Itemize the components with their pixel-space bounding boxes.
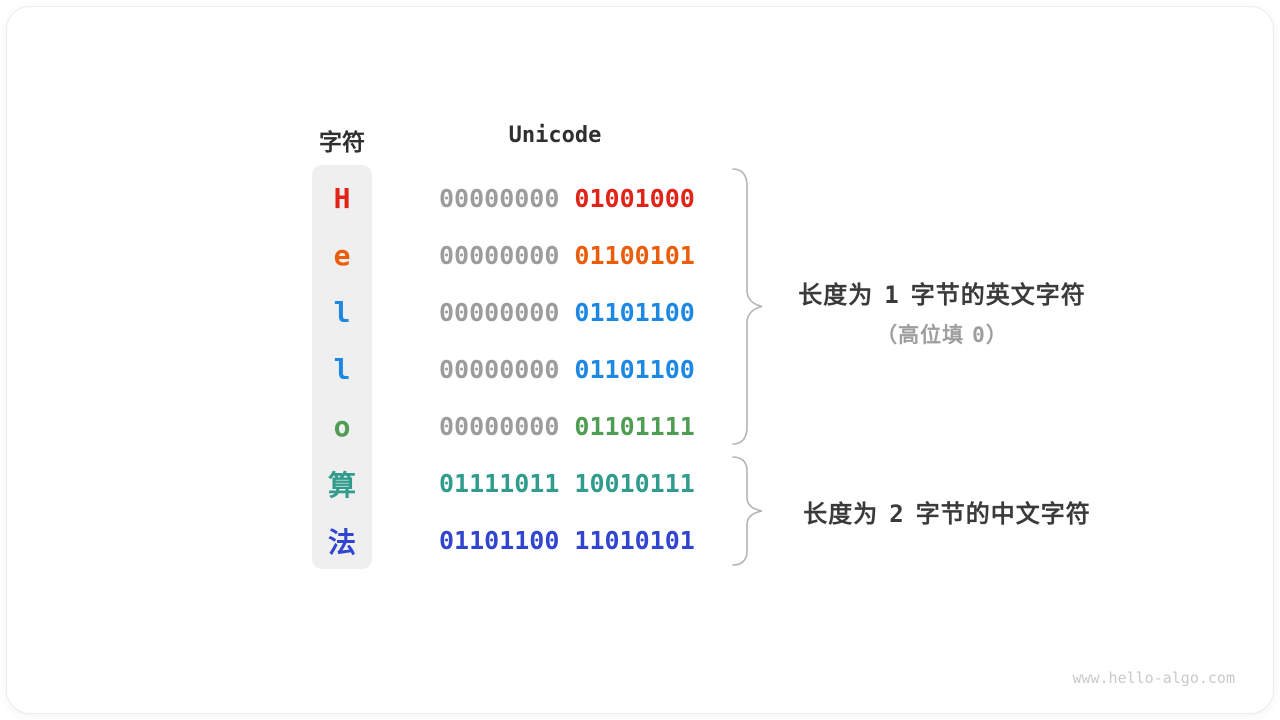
binary-byte-high: 00000000: [439, 241, 560, 270]
table-row: H 00000000 01001000: [312, 170, 695, 227]
table-row: 法 01101100 11010101: [312, 512, 695, 569]
unicode-binary: 00000000 01100101: [439, 241, 695, 270]
binary-byte-low: 01001000: [574, 184, 695, 213]
binary-byte-high: 00000000: [439, 298, 560, 327]
table-row: 算 01111011 10010111: [312, 455, 695, 512]
annotation-chinese-chars: 长度为 2 字节的中文字符: [782, 494, 1112, 529]
annotation-number: 1: [884, 281, 900, 309]
unicode-binary: 00000000 01101100: [439, 298, 695, 327]
table-row: e 00000000 01100101: [312, 227, 695, 284]
unicode-binary: 00000000 01101111: [439, 412, 695, 441]
character-cell: 算: [327, 468, 356, 502]
binary-byte-high: 00000000: [439, 184, 560, 213]
character-cell: l: [333, 296, 351, 329]
character-cell: e: [333, 239, 351, 272]
annotation-text: 长度为: [798, 282, 874, 309]
unicode-binary: 00000000 01101100: [439, 355, 695, 384]
annotation-english-line: 长度为 1 字节的英文字符: [782, 275, 1102, 310]
binary-byte-low: 01101100: [574, 298, 695, 327]
binary-byte-low: 10010111: [574, 469, 695, 498]
character-cell: l: [333, 353, 351, 386]
binary-byte-high: 00000000: [439, 355, 560, 384]
table-row: l 00000000 01101100: [312, 341, 695, 398]
binary-byte-low: 01100101: [574, 241, 695, 270]
character-cell: H: [333, 182, 351, 215]
annotation-chinese-line: 长度为 2 字节的中文字符: [782, 494, 1112, 529]
annotation-number: 0: [972, 323, 986, 347]
annotation-number: 2: [889, 500, 905, 528]
unicode-binary: 01111011 10010111: [439, 469, 695, 498]
table-row: l 00000000 01101100: [312, 284, 695, 341]
table-row: o 00000000 01101111: [312, 398, 695, 455]
annotation-text: 长度为: [803, 501, 879, 528]
unicode-binary: 01101100 11010101: [439, 526, 695, 555]
encoding-table: H 00000000 01001000 e 00000000 01100101 l …: [312, 170, 695, 569]
annotation-high-bits-note: （高位填 0）: [782, 319, 1102, 349]
character-cell: o: [333, 410, 351, 443]
site-watermark: www.hello-algo.com: [1072, 669, 1235, 687]
annotation-text: 字节的英文字符: [910, 282, 1086, 309]
unicode-binary: 00000000 01001000: [439, 184, 695, 213]
binary-byte-high: 01111011: [439, 469, 560, 498]
annotation-text: （高位填: [876, 324, 965, 347]
binary-byte-low: 01101111: [574, 412, 695, 441]
binary-byte-low: 11010101: [574, 526, 695, 555]
annotation-text: 字节的中文字符: [915, 501, 1091, 528]
column-header-character: 字符: [319, 129, 365, 155]
binary-byte-low: 01101100: [574, 355, 695, 384]
character-cell: 法: [327, 525, 356, 559]
binary-byte-high: 00000000: [439, 412, 560, 441]
brace-group-chinese: [732, 456, 763, 566]
brace-group-english: [732, 168, 763, 445]
annotation-english-chars: 长度为 1 字节的英文字符 （高位填 0）: [782, 275, 1102, 349]
character-column-background: [312, 165, 372, 569]
column-header-unicode: Unicode: [508, 123, 602, 148]
annotation-text: ）: [985, 324, 1008, 347]
binary-byte-high: 01101100: [439, 526, 560, 555]
